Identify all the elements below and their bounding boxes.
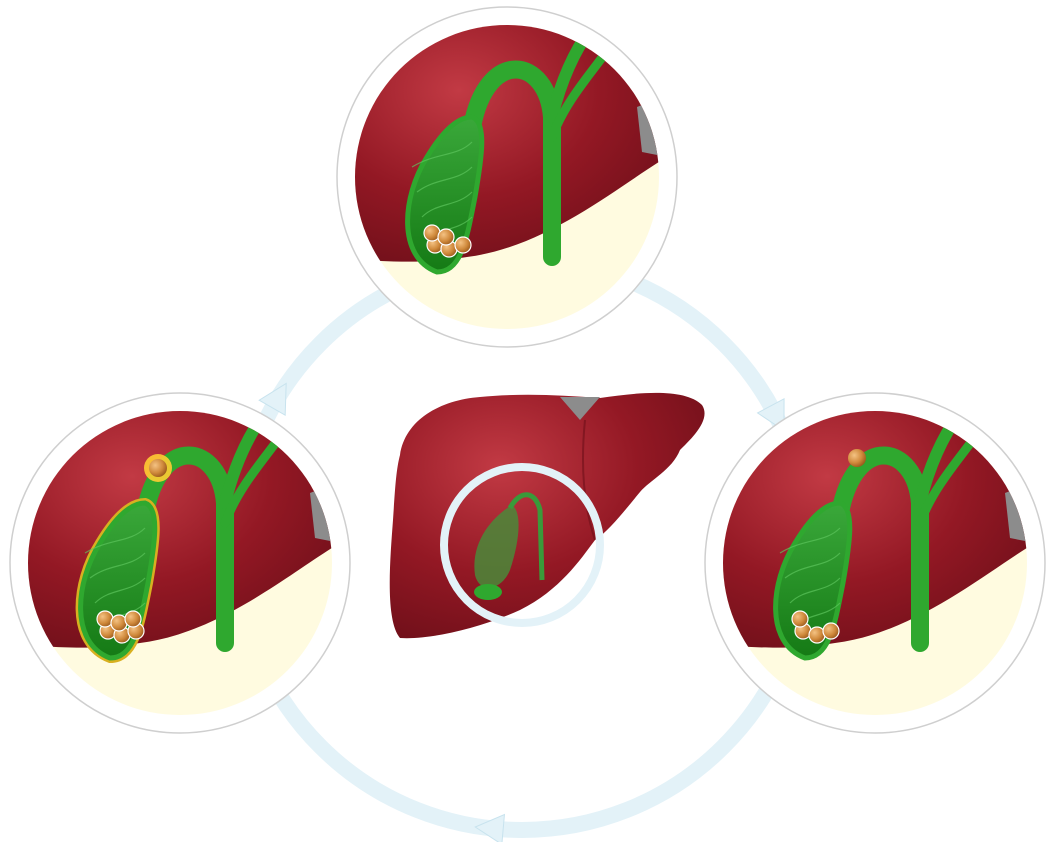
gallstone-icon [454, 236, 472, 254]
panel-left-content [28, 411, 332, 715]
gallbladder-mesh [779, 527, 841, 554]
gallbladder-mesh [784, 552, 841, 579]
gallbladder-mesh [789, 577, 841, 604]
center-gallbladder [474, 492, 545, 600]
gallbladder-mesh [421, 191, 473, 218]
focus-ring [440, 463, 604, 627]
duodenum-icon [474, 584, 502, 600]
panel-top [336, 6, 678, 348]
cycle-arrows [258, 382, 785, 842]
gallbladder-mesh [411, 141, 473, 168]
panels [9, 6, 1046, 734]
liver-lobe-divider [582, 419, 596, 541]
ligament-icon [560, 397, 600, 420]
panel-top-content [355, 25, 659, 329]
gallstone-icon [149, 459, 167, 477]
cycle-arrow-icon [258, 382, 287, 417]
gallbladder-mesh [94, 577, 146, 604]
gallbladder-icon [474, 505, 519, 588]
panel-right [704, 392, 1046, 734]
gallstone-icon [124, 610, 142, 628]
cycle-arrow-icon [474, 813, 506, 842]
cycle-arrow-icon [756, 398, 785, 432]
gallbladder-mesh [416, 166, 473, 193]
gallbladder-mesh [84, 527, 146, 554]
bile-duct-icon [507, 492, 545, 581]
panel-left [9, 392, 351, 734]
gallstone-icon [822, 622, 840, 640]
gallbladder-mesh [89, 552, 146, 579]
gallstone-icon [437, 228, 455, 246]
central-liver-illustration [389, 392, 705, 639]
gallstone-icon [791, 610, 809, 628]
gallstone-icon [848, 449, 866, 467]
panel-right-content [723, 411, 1027, 715]
liver-icon [389, 392, 705, 639]
